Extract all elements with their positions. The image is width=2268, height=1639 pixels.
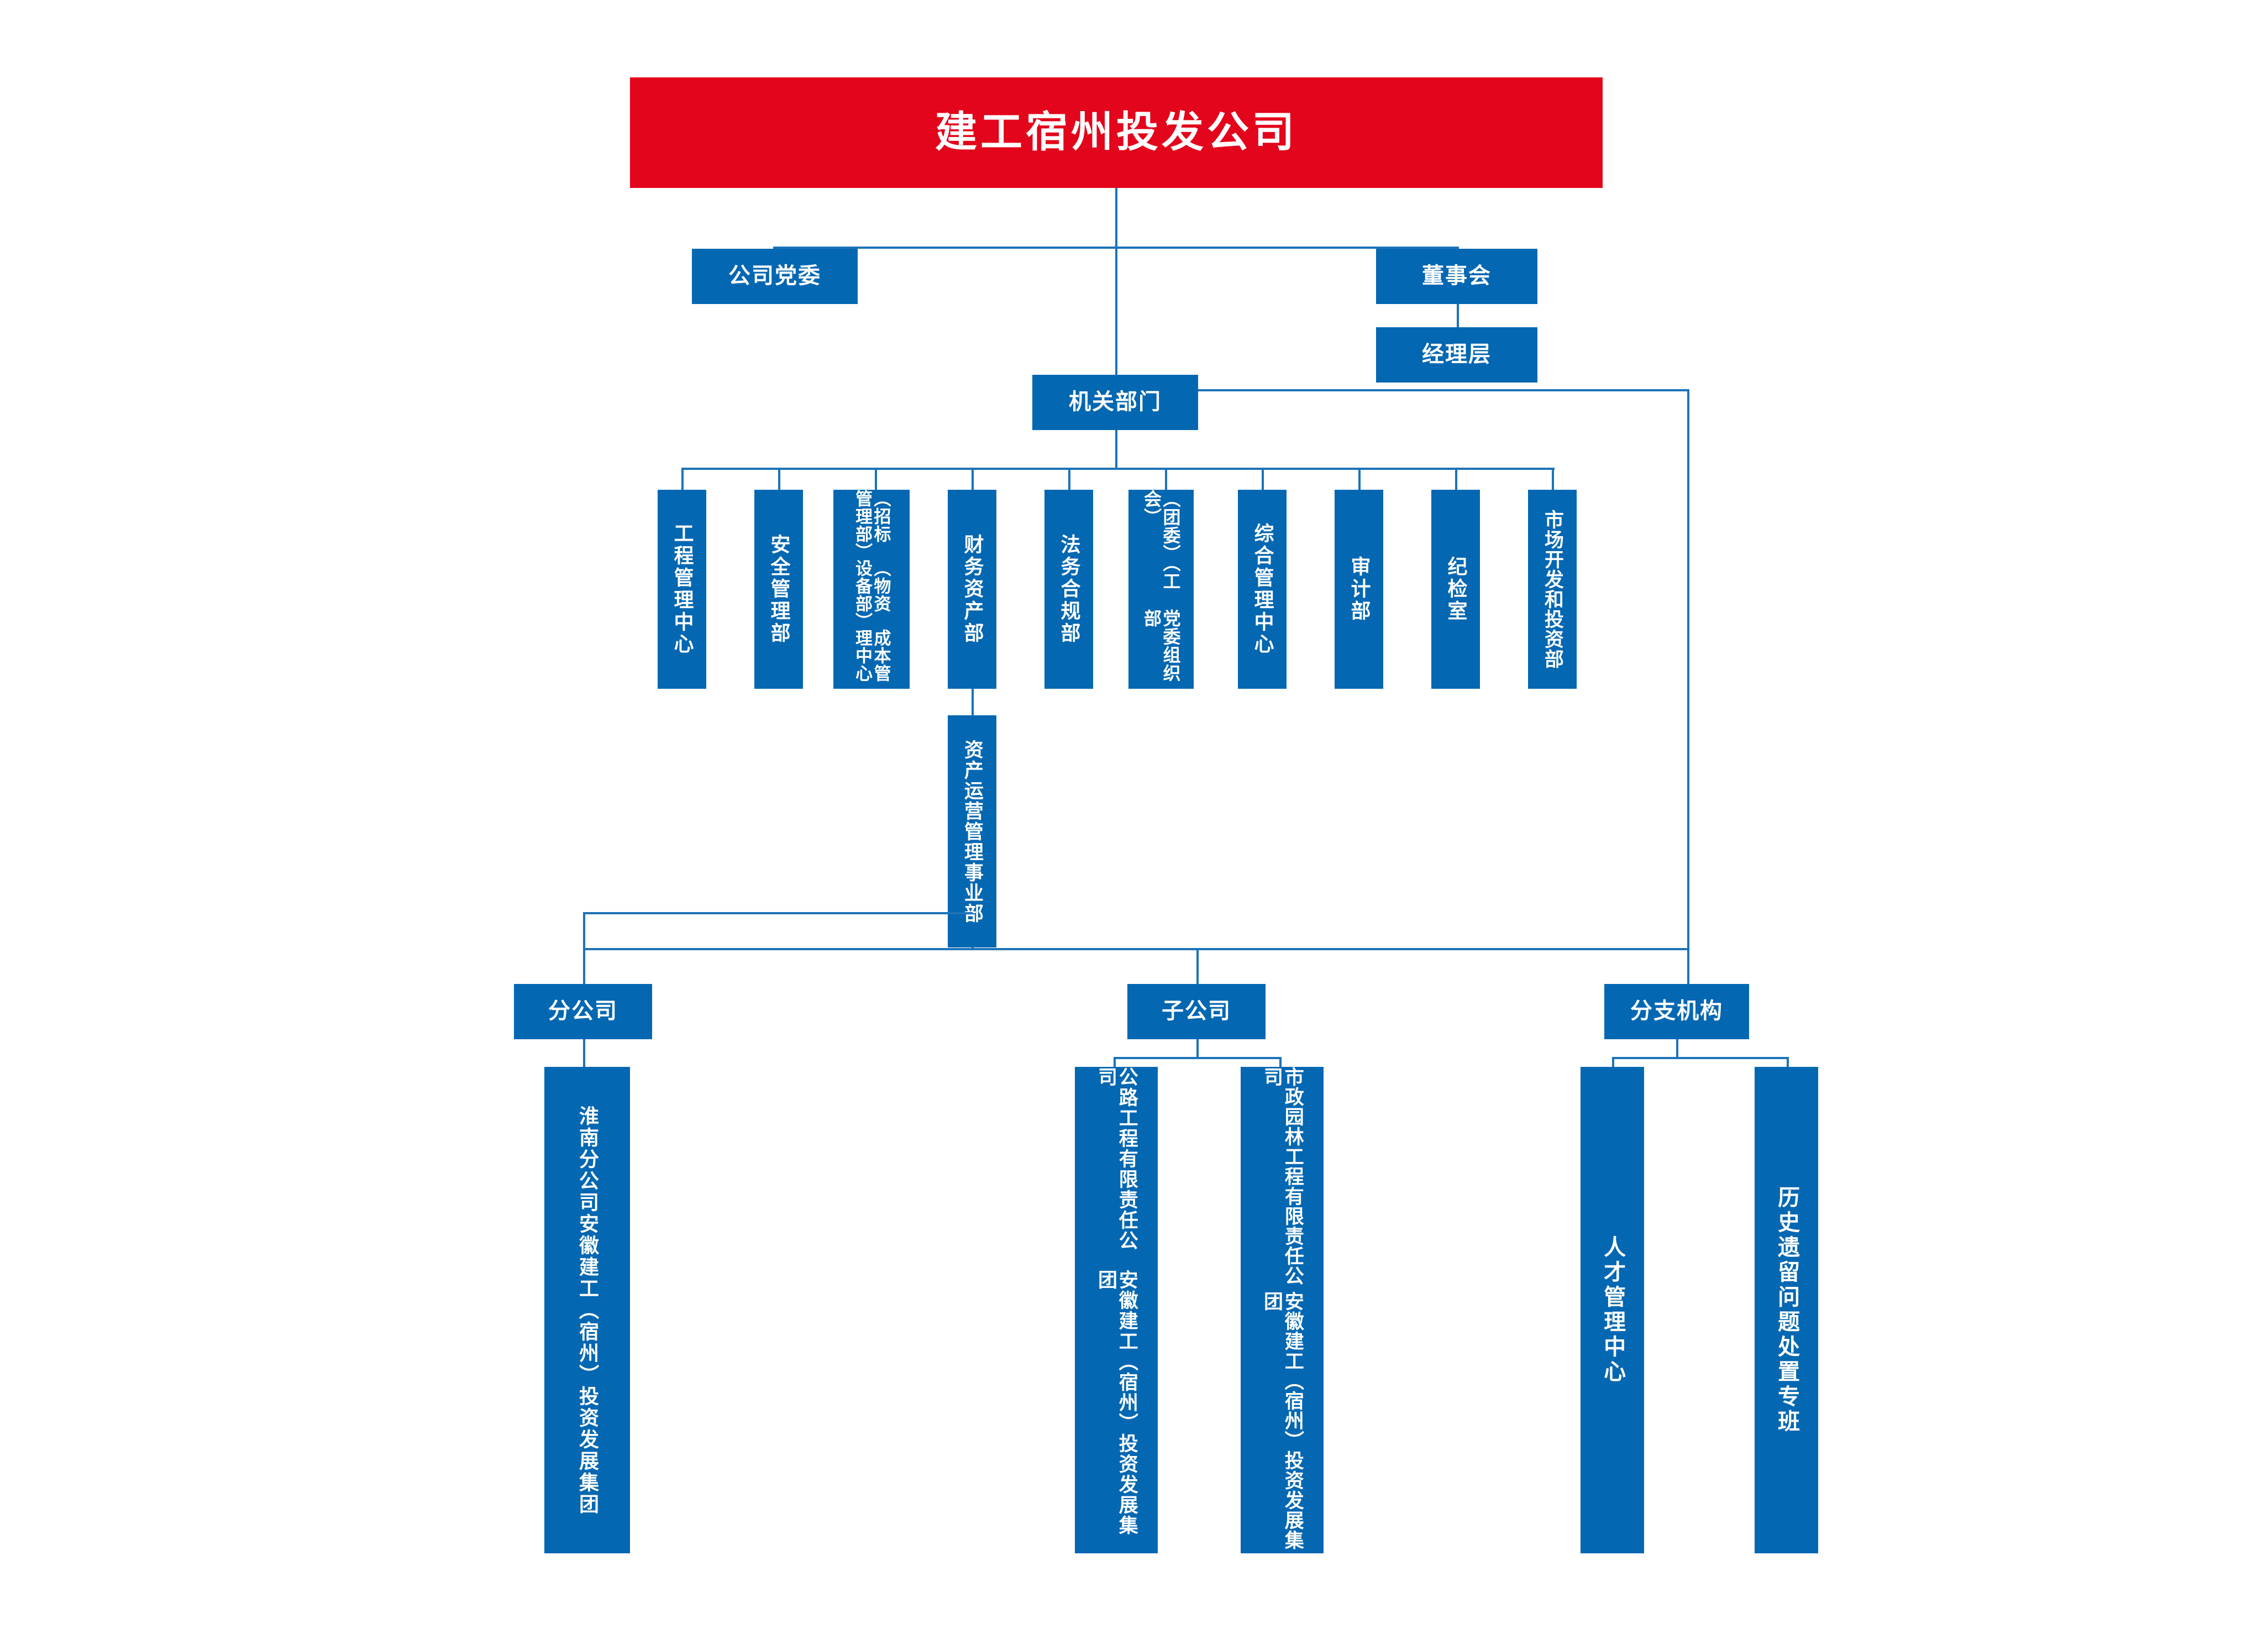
leaf-label-line-1: 安徽建工（宿州）投资发展集团 [1095, 1269, 1138, 1536]
node-department-asset-operation-division[interactable]: 资产运营管理事业部 [948, 715, 996, 947]
connector-subsidiary-group-bus [1114, 1057, 1282, 1059]
connector-drop-dept-7 [1262, 468, 1264, 490]
leaf-label-line-1: 安徽建工（宿州）投资发展集团 [576, 1213, 599, 1515]
node-group-branch-companies[interactable]: 分公司 [514, 984, 652, 1039]
leaf-label-line: 人才管理中心 [1600, 1235, 1625, 1385]
connector-drop-subsidiary-2 [1279, 1057, 1282, 1067]
connector-root-stem [1115, 188, 1117, 249]
dept-label-line: 安全管理部 [768, 534, 791, 645]
dept-label-line: 市场开发和投资部 [1541, 510, 1563, 669]
node-department-discipline-inspection[interactable]: 纪检室 [1431, 490, 1480, 689]
leaf-label-line-1: 安徽建工（宿州）投资发展集团 [1261, 1291, 1304, 1551]
connector-drop-dept-2 [778, 468, 780, 490]
leaf-label-line: 历史遗留问题处置专班 [1775, 1186, 1799, 1434]
connector-drop-affiliate-1 [1612, 1057, 1614, 1067]
node-hq-departments[interactable]: 机关部门 [1032, 375, 1198, 430]
node-group-subsidiary-companies[interactable]: 子公司 [1127, 984, 1266, 1039]
connector-drop-affiliate-group [1687, 948, 1689, 984]
dept-label-line-2: （物资设备部） [853, 559, 891, 630]
connector-root-to-hq-dept [1115, 247, 1117, 375]
connector-finance-to-asset-ops [972, 689, 974, 715]
connector-drop-dept-9 [1455, 468, 1457, 490]
connector-drop-dept-10 [1552, 468, 1554, 490]
node-board-of-directors[interactable]: 董事会 [1376, 249, 1537, 304]
org-root-title[interactable]: 建工宿州投发公司 [630, 77, 1603, 188]
connector-department-bus [681, 468, 1555, 470]
connector-hq-right-drop [1687, 389, 1689, 949]
connector-drop-dept-4 [972, 468, 974, 490]
connector-subsidiary-group-stem [1196, 1039, 1199, 1058]
connector-drop-dept-8 [1358, 468, 1361, 490]
connector-drop-branch-group [583, 948, 585, 984]
node-department-audit[interactable]: 审计部 [1335, 490, 1383, 689]
connector-hq-right-lead [1198, 389, 1689, 391]
connector-drop-dept-5 [1068, 468, 1070, 490]
node-department-market-dev-investment[interactable]: 市场开发和投资部 [1528, 490, 1577, 689]
node-department-cost-mgmt-center[interactable]: （招标管理部） （物资设备部） 成本管理中心 [833, 490, 910, 689]
dept-label-line-1: 党委组织部 [1142, 609, 1181, 683]
connector-drop-subsidiary-group [1196, 948, 1199, 984]
node-department-engineering-mgmt-center[interactable]: 工程管理中心 [658, 490, 706, 689]
leaf-label-line-2: 公路工程有限责任公司 [1095, 1067, 1138, 1251]
connector-drop-dept-1 [681, 468, 684, 490]
connector-bottom-bus [583, 948, 1689, 950]
leaf-label-line-2: 淮南分公司 [576, 1105, 599, 1213]
node-department-legal-compliance[interactable]: 法务合规部 [1044, 490, 1093, 689]
dept-label-line: 财务资产部 [961, 534, 984, 645]
connector-drop-dept-3 [875, 468, 877, 490]
dept-label-line: 综合管理中心 [1251, 523, 1274, 656]
node-department-general-mgmt-center[interactable]: 综合管理中心 [1238, 490, 1287, 689]
dept-label-line-3: （招标管理部） [853, 490, 891, 561]
node-department-safety-mgmt[interactable]: 安全管理部 [754, 490, 803, 689]
connector-hq-stem [1115, 430, 1117, 469]
connector-asset-ops-stem-down [972, 947, 974, 948]
node-subsidiary-highway-engineering[interactable]: 公路工程有限责任公司 安徽建工（宿州）投资发展集团 [1075, 1067, 1158, 1553]
node-department-finance-assets[interactable]: 财务资产部 [948, 490, 996, 689]
node-branch-huainan[interactable]: 淮南分公司 安徽建工（宿州）投资发展集团 [544, 1067, 630, 1553]
node-affiliate-legacy-issues-taskforce[interactable]: 历史遗留问题处置专班 [1755, 1067, 1818, 1553]
dept-label-line: 纪检室 [1445, 556, 1468, 622]
dept-label-line: 工程管理中心 [671, 523, 694, 656]
connector-branch-group-stem [583, 1039, 585, 1067]
node-management-layer[interactable]: 经理层 [1376, 327, 1537, 383]
connector-drop-subsidiary-1 [1114, 1057, 1116, 1067]
node-affiliate-talent-mgmt-center[interactable]: 人才管理中心 [1581, 1067, 1644, 1553]
dept-label-line-2: （团委）（工会） [1142, 490, 1181, 590]
node-subsidiary-municipal-landscaping[interactable]: 市政园林工程有限责任公司 安徽建工（宿州）投资发展集团 [1241, 1067, 1324, 1553]
node-group-affiliate-institutions[interactable]: 分支机构 [1604, 984, 1749, 1039]
node-department-party-organization[interactable]: （团委）（工会） 党委组织部 [1128, 490, 1194, 689]
leaf-label-line-2: 市政园林工程有限责任公司 [1261, 1067, 1304, 1286]
connector-drop-affiliate-2 [1787, 1057, 1789, 1067]
dept-label-line-1: 成本管理中心 [853, 629, 891, 682]
connector-affiliate-group-bus [1612, 1057, 1789, 1059]
connector-asset-ops-left-lead [583, 912, 973, 914]
dept-label-line: 法务合规部 [1058, 534, 1081, 645]
node-party-committee[interactable]: 公司党委 [692, 249, 858, 304]
dept-label-line: 资产运营管理事业部 [961, 739, 983, 924]
connector-board-to-management [1457, 304, 1459, 327]
connector-affiliate-group-stem [1676, 1039, 1678, 1058]
dept-label-line: 审计部 [1348, 556, 1371, 622]
connector-asset-ops-to-bottom-bus [583, 912, 585, 949]
connector-drop-dept-6 [1165, 468, 1167, 490]
